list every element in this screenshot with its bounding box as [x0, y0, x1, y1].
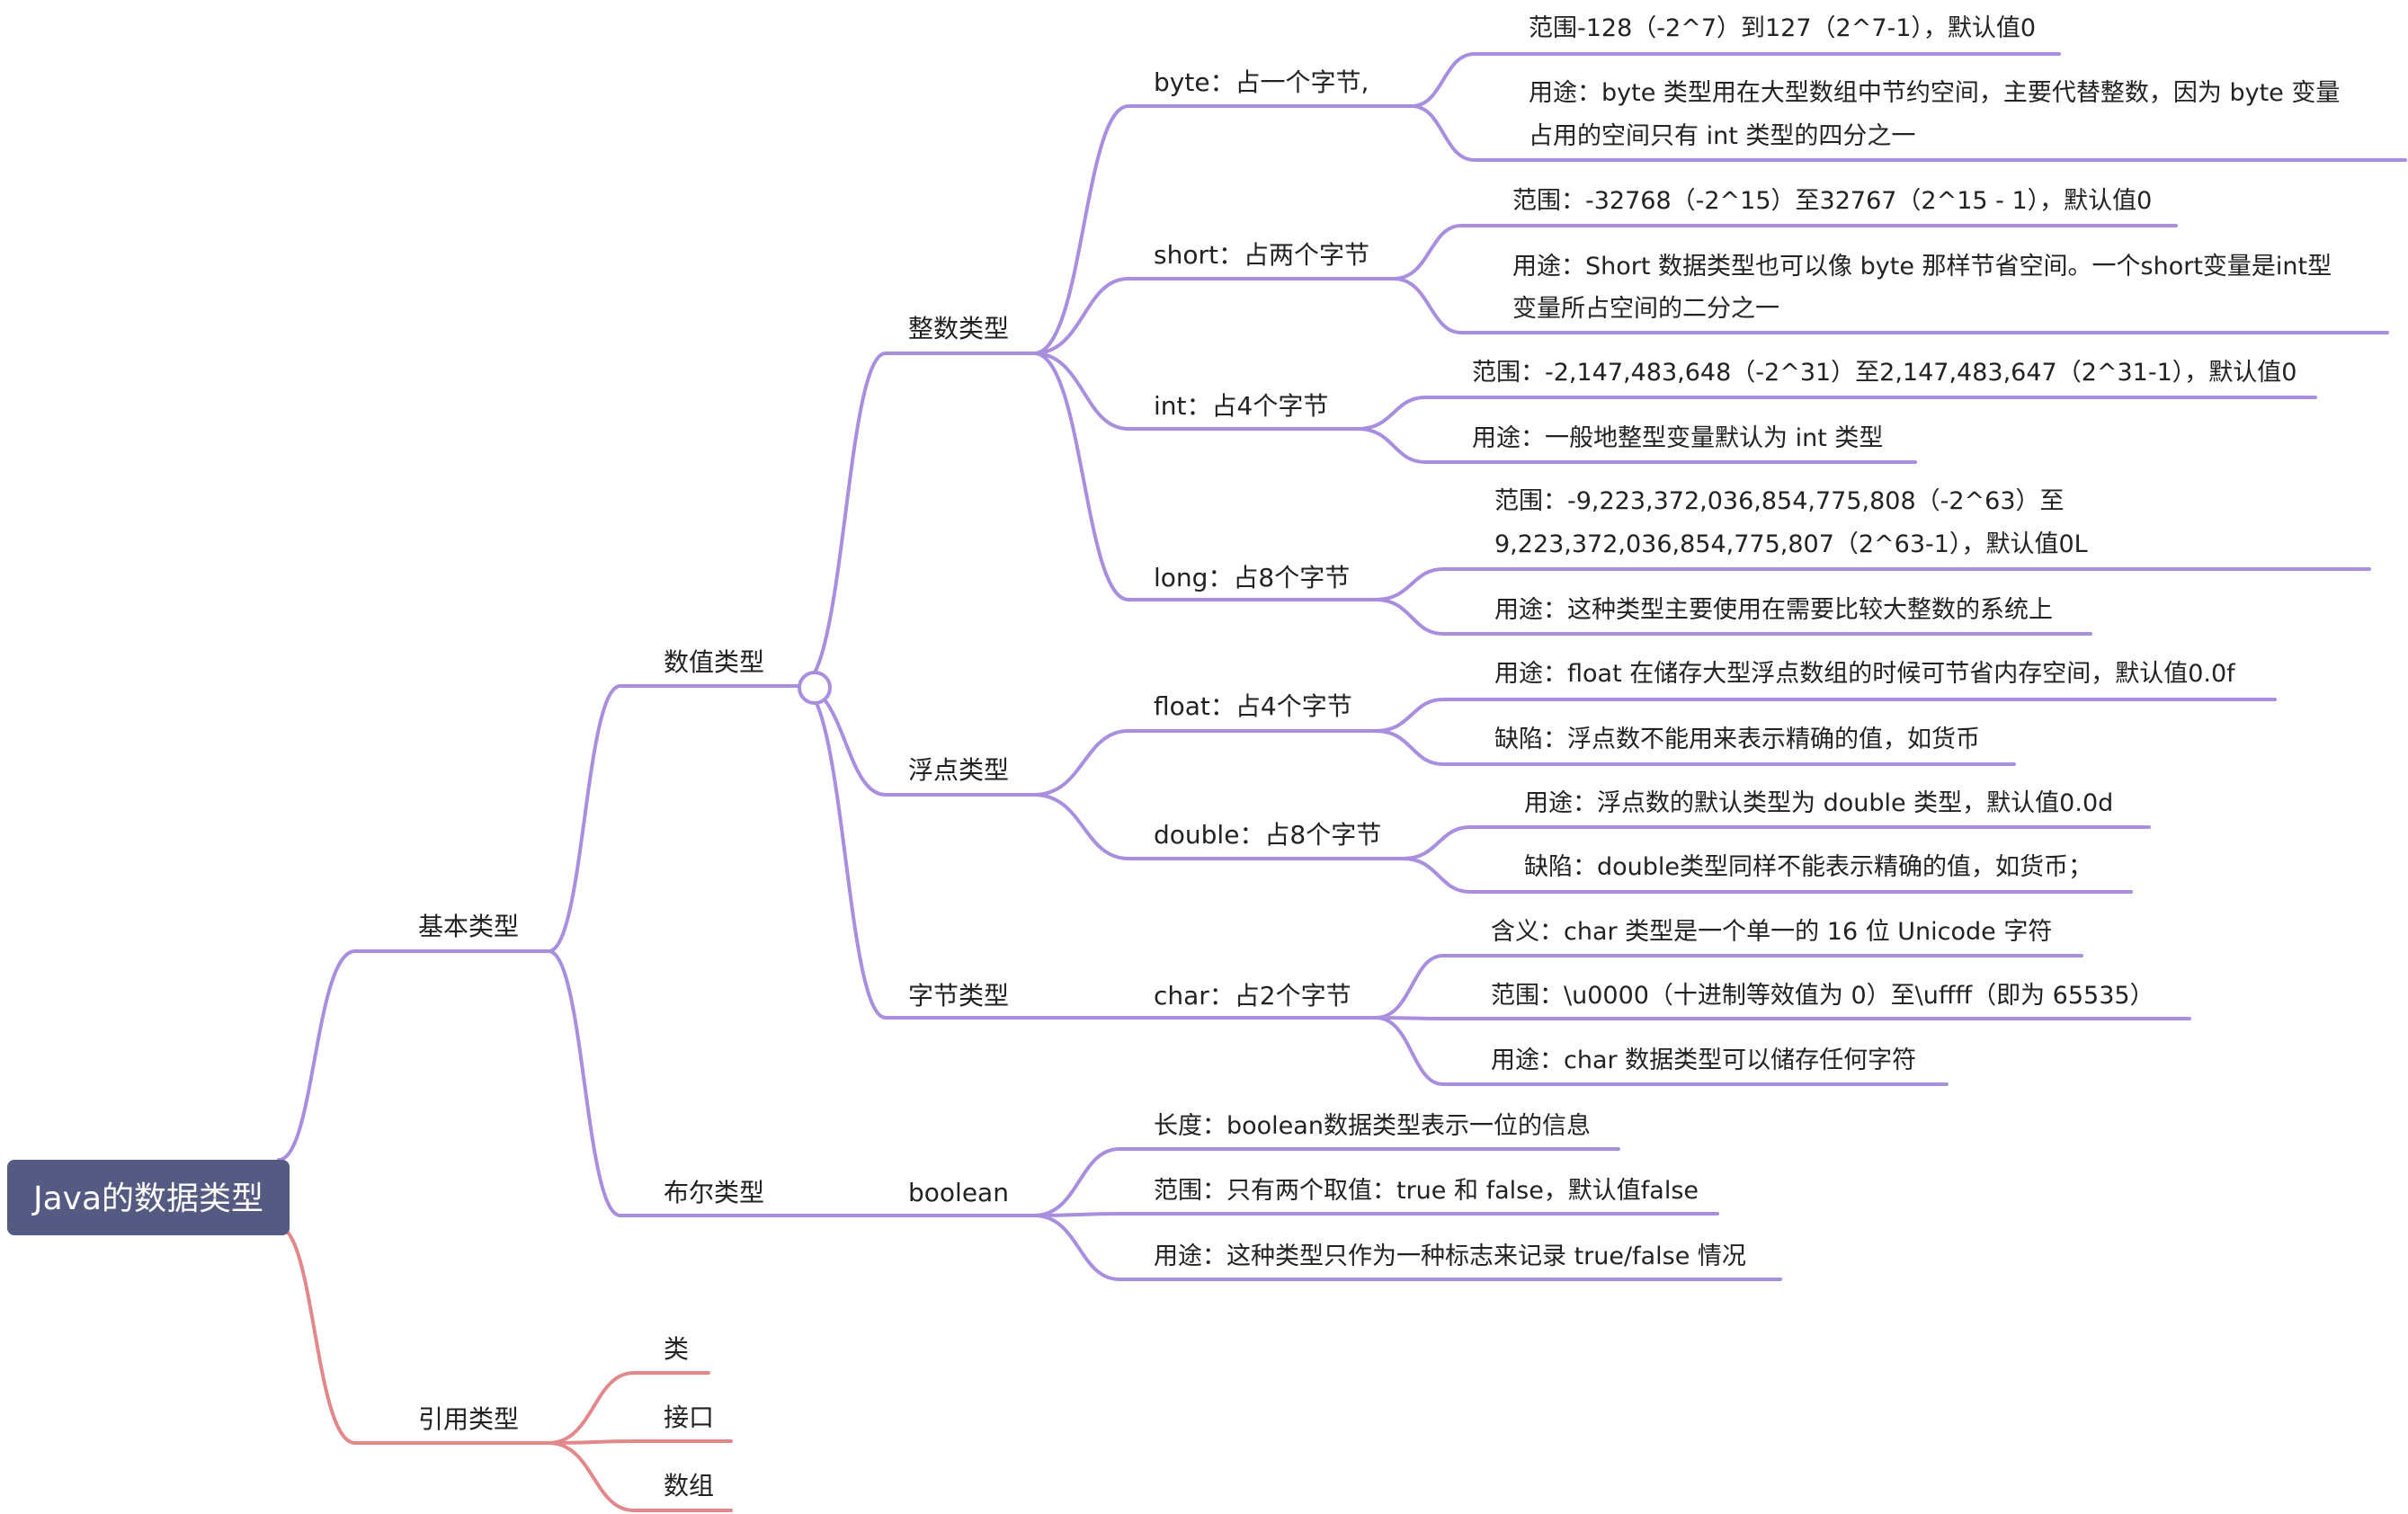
leaf-byte-usage-line2[interactable]: 占用的空间只有 int 类型的四分之一: [1529, 122, 1915, 150]
connector-double-defect: [1401, 857, 2133, 894]
node-char[interactable]: char：占2个字节: [1154, 981, 1351, 1011]
leaf-char-meaning[interactable]: 含义：char 类型是一个单一的 16 位 Unicode 字符: [1491, 918, 2052, 946]
leaf-float-defect[interactable]: 缺陷：浮点数不能用来表示精确的值，如货币: [1494, 726, 1980, 753]
connector-boolean-range: [1032, 1212, 1719, 1217]
leaf-int-range[interactable]: 范围：-2,147,483,648（-2^31）至2,147,483,647（2…: [1472, 359, 2297, 387]
connector-root-reference: [277, 1225, 550, 1445]
collapse-toggle[interactable]: [798, 671, 832, 705]
connector-root-basic: [277, 949, 550, 1162]
leaf-int-usage[interactable]: 用途：一般地整型变量默认为 int 类型: [1472, 424, 1883, 452]
leaf-boolean-usage[interactable]: 用途：这种类型只作为一种标志来记录 true/false 情况: [1154, 1242, 1746, 1270]
connector-short-range: [1392, 224, 2178, 281]
connector-integer-int: [1032, 352, 1360, 431]
leaf-reference-array[interactable]: 数组: [664, 1471, 714, 1501]
connector-integer-byte: [1032, 104, 1414, 355]
leaf-byte-range[interactable]: 范围-128（-2^7）到127（2^7-1），默认值0: [1529, 14, 2036, 42]
leaf-short-usage-line1[interactable]: 用途：Short 数据类型也可以像 byte 那样节省空间。一个short变量是…: [1512, 253, 2332, 281]
connector-reference-interface: [547, 1439, 733, 1445]
node-byte[interactable]: byte：占一个字节,: [1154, 67, 1369, 97]
connector-float-defect: [1374, 729, 2016, 766]
connector-char-range: [1374, 1016, 2191, 1020]
connector-floating-float: [1032, 729, 1378, 797]
leaf-boolean-range[interactable]: 范围：只有两个取值：true 和 false，默认值false: [1154, 1177, 1699, 1205]
leaf-short-range[interactable]: 范围：-32768（-2^15）至32767（2^15 - 1），默认值0: [1512, 187, 2152, 215]
node-numeric[interactable]: 数值类型: [664, 647, 764, 677]
node-boolean[interactable]: boolean: [908, 1178, 1009, 1207]
node-int[interactable]: int：占4个字节: [1154, 391, 1328, 421]
root-node[interactable]: Java的数据类型: [7, 1160, 290, 1235]
connector-boolean-length: [1032, 1147, 1620, 1217]
node-long[interactable]: long：占8个字节: [1154, 563, 1350, 592]
leaf-double-defect[interactable]: 缺陷：double类型同样不能表示精确的值，如货币；: [1524, 853, 2092, 881]
node-boolean-group[interactable]: 布尔类型: [664, 1178, 764, 1207]
connector-char-meaning: [1374, 954, 2083, 1020]
root-label: Java的数据类型: [31, 1180, 263, 1217]
leaf-short-usage-line2[interactable]: 变量所占空间的二分之一: [1512, 295, 1779, 323]
leaf-reference-class[interactable]: 类: [664, 1334, 689, 1364]
connector-integer-long: [1032, 352, 1378, 601]
node-basic[interactable]: 基本类型: [418, 912, 519, 941]
connector-float-usage: [1374, 698, 2277, 733]
connector-basic-numeric: [547, 684, 802, 953]
leaf-boolean-length[interactable]: 长度：boolean数据类型表示一位的信息: [1154, 1112, 1591, 1140]
connector-boolean-usage: [1032, 1214, 1782, 1281]
connector-int-range: [1356, 396, 2317, 431]
leaf-long-usage[interactable]: 用途：这种类型主要使用在需要比较大整数的系统上: [1494, 596, 2053, 624]
connector-reference-class: [547, 1371, 710, 1445]
node-float[interactable]: float：占4个字节: [1154, 691, 1352, 721]
node-character[interactable]: 字节类型: [908, 981, 1009, 1011]
connector-basic-boolean: [547, 949, 1036, 1217]
leaf-reference-interface[interactable]: 接口: [664, 1403, 714, 1432]
node-floating[interactable]: 浮点类型: [908, 755, 1009, 785]
connector-double-usage: [1401, 825, 2151, 860]
leaf-float-usage[interactable]: 用途：float 在储存大型浮点数组的时候可节省内存空间，默认值0.0f: [1494, 660, 2236, 688]
node-reference[interactable]: 引用类型: [418, 1404, 519, 1434]
connector-long-range: [1374, 567, 2371, 601]
connector-int-usage: [1356, 427, 1917, 464]
connector-byte-range: [1410, 52, 2061, 108]
connector-floating-double: [1032, 793, 1405, 860]
leaf-long-range-line1[interactable]: 范围：-9,223,372,036,854,775,808（-2^63）至: [1494, 487, 2065, 515]
connector-char-usage: [1374, 1016, 1949, 1086]
node-integer[interactable]: 整数类型: [908, 314, 1009, 343]
leaf-char-usage[interactable]: 用途：char 数据类型可以储存任何字符: [1491, 1046, 1916, 1074]
connector-numeric-integer: [798, 352, 1036, 688]
root-node-box: [7, 1160, 290, 1235]
node-double[interactable]: double：占8个字节: [1154, 820, 1381, 850]
leaf-byte-usage-line1[interactable]: 用途：byte 类型用在大型数组中节约空间，主要代替整数，因为 byte 变量: [1529, 79, 2340, 107]
leaf-long-range-line2[interactable]: 9,223,372,036,854,775,807（2^63-1），默认值0L: [1494, 530, 2088, 558]
connector-numeric-character: [798, 684, 1036, 1020]
connector-reference-array: [547, 1441, 733, 1512]
connector-long-usage: [1374, 598, 2092, 636]
node-short[interactable]: short：占两个字节: [1154, 240, 1369, 270]
connector-byte-usage: [1410, 104, 2407, 162]
connector-integer-short: [1032, 277, 1396, 355]
leaf-double-usage[interactable]: 用途：浮点数的默认类型为 double 类型，默认值0.0d: [1524, 789, 2113, 817]
leaf-char-range[interactable]: 范围：\u0000（十进制等效值为 0）至\uffff（即为 65535）: [1491, 982, 2154, 1010]
connector-short-usage: [1392, 277, 2389, 334]
